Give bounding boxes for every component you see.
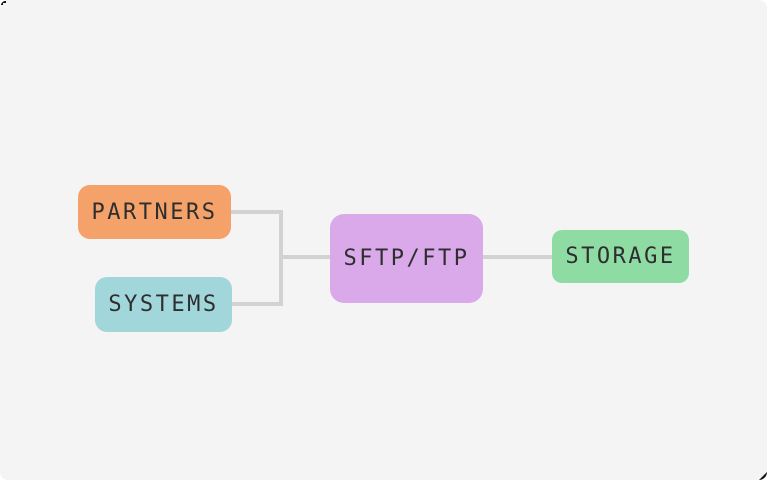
resize-handle-icon[interactable] [759,472,767,480]
edge-junction-to-sftp [279,255,330,259]
node-partners[interactable]: PARTNERS [78,185,231,239]
edge-partners-to-junction [231,210,283,214]
node-sftp-ftp[interactable]: SFTP/FTP [330,214,483,303]
edge-systems-to-junction [231,302,283,306]
crop-corner-mark [1,1,6,5]
node-systems[interactable]: SYSTEMS [95,277,232,332]
node-storage[interactable]: STORAGE [552,230,689,283]
edge-sftp-to-storage [483,255,552,259]
